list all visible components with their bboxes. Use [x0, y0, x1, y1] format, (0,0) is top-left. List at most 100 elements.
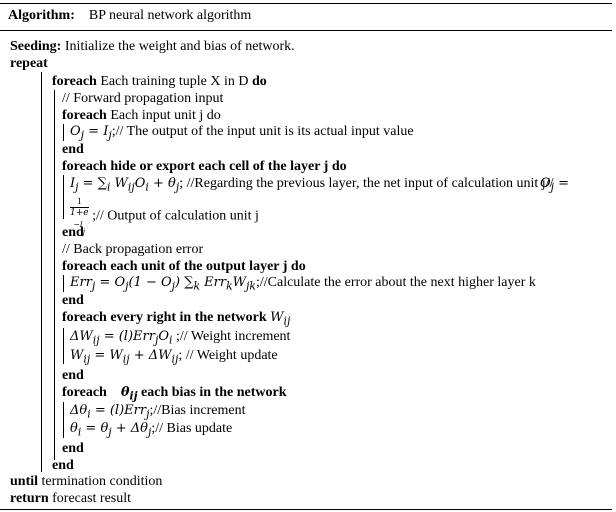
fraction-numerator: 1: [70, 196, 89, 208]
theta-symbol: + θ: [148, 176, 176, 191]
foreach-weight-line: foreach every right in the network Wij: [62, 310, 290, 330]
foreach-keyword: foreach: [52, 74, 97, 89]
ij-net-input-line: Ij = ∑i WijOi + θj; //Regarding the prev…: [70, 176, 553, 196]
until-line: until termination condition: [10, 474, 162, 490]
sum-symbol: ) ∑: [175, 275, 194, 290]
foreach-block-bar: [54, 90, 55, 460]
errj-sub: j: [154, 333, 159, 347]
theta-symbol: θ: [70, 421, 78, 436]
w-symbol: W: [270, 310, 284, 325]
foreach-output-line: foreach each unit of the output layer j …: [62, 259, 306, 275]
dtheta-sub: j: [148, 425, 152, 439]
fraction-den-sub: j: [82, 226, 86, 236]
err-sub: j: [91, 279, 96, 293]
bias-increment-line: Δθi = (l)Errj;//Bias increment: [70, 403, 245, 423]
errj-sub: j: [146, 407, 150, 421]
end-line: end: [62, 142, 84, 158]
w-comment: ; // Weight update: [178, 348, 278, 363]
err-symbol: Err: [70, 275, 92, 290]
repeat-line: repeat: [10, 56, 48, 72]
end-keyword: end: [52, 458, 74, 473]
o-symbol: O: [158, 329, 169, 344]
o-sub: i: [169, 333, 173, 347]
algorithm-header: Algorithm: BP neural network algorithm: [8, 8, 251, 24]
theta-sub: ij: [129, 389, 138, 403]
repeat-keyword: repeat: [10, 56, 48, 71]
sum-symbol: = ∑: [78, 176, 107, 191]
bias-update-line: θi = θj + Δθj;// Bias update: [70, 421, 232, 441]
wjk-symbol: W: [232, 275, 247, 290]
dtheta-symbol: Δθ: [70, 403, 88, 418]
t-comment: ;// Bias update: [151, 421, 233, 436]
end-line: end: [62, 293, 84, 309]
w-symbol: W: [110, 176, 128, 191]
w-sub: ij: [127, 180, 135, 194]
end-line: end: [62, 441, 84, 457]
theta-symbol: θ: [120, 385, 130, 400]
w-sub: ij: [83, 352, 91, 366]
fraction-denominator: 1+e−Ij: [70, 208, 89, 237]
sum-sub: i: [106, 180, 111, 194]
errk-symbol: Err: [200, 275, 227, 290]
foreach-hide-line: foreach hide or export each cell of the …: [62, 159, 347, 175]
foreach-input-line: foreach Each input unit j do: [62, 108, 221, 124]
wjk-sub: jk: [246, 279, 256, 293]
inner-block-bar: [63, 328, 64, 364]
oj-output-tail: Oj =: [540, 176, 569, 196]
w-rest: = W: [90, 348, 123, 363]
dtheta-symbol: + Δθ: [111, 421, 149, 436]
do-keyword: do: [251, 74, 267, 89]
weight-increment-line: ΔWij = (l)ErrjOi ;// Weight increment: [70, 329, 290, 349]
bottom-rule: [0, 509, 612, 510]
err-line: Errj = Oj(1 − Oj) ∑k ErrkWjk;//Calculate…: [70, 275, 536, 295]
dw-symbol: ΔW: [70, 329, 93, 344]
db-rest: = (l)Err: [90, 403, 147, 418]
oj-sub: j: [550, 180, 555, 194]
end-line: end: [52, 458, 74, 474]
dw-sub: ij: [92, 333, 100, 347]
until-keyword: until: [10, 474, 39, 489]
foreach-keyword: foreach: [62, 385, 107, 400]
err-comment: ;//Calculate the error about the next hi…: [255, 275, 536, 290]
theta-sub: j: [108, 425, 112, 439]
foreach-hide-text: foreach hide or export each cell of the …: [62, 159, 347, 174]
until-text: termination condition: [38, 474, 163, 489]
end-line: end: [62, 225, 84, 241]
foreach-weight-text: foreach every right in the network: [62, 310, 271, 325]
algorithm-label: Algorithm:: [8, 8, 75, 23]
o-sub: i: [145, 180, 149, 194]
ij-comment: ; //Regarding the previous layer, the ne…: [179, 176, 554, 191]
end-line: end: [62, 368, 84, 384]
end-keyword: end: [62, 368, 84, 383]
dw-rest: = (l)Err: [99, 329, 155, 344]
oj-symbol: O: [540, 176, 551, 191]
oj-comment: ;// The output of the input unit is its …: [111, 124, 414, 139]
oj-sub: j: [80, 128, 85, 142]
weight-update-line: Wij = Wij + ΔWij; // Weight update: [70, 348, 278, 368]
return-keyword: return: [10, 491, 49, 506]
foreach-bias-line: foreach θij each bias in the network: [62, 385, 287, 405]
end-keyword: end: [62, 293, 84, 308]
foreach-output-text: foreach each unit of the output layer j …: [62, 259, 306, 274]
ij-sub: j: [108, 128, 112, 142]
o-sub: j: [125, 279, 129, 293]
foreach-keyword: foreach: [62, 108, 107, 123]
dtheta-sub: i: [87, 407, 91, 421]
w-sub: ij: [283, 314, 291, 328]
foreach-tuple-text: Each training tuple X in D: [96, 74, 252, 89]
dw-symbol: + ΔW: [129, 348, 172, 363]
seeding-keyword: Seeding:: [10, 39, 62, 54]
errk-sub: k: [226, 279, 233, 293]
comment-back: // Back propagation error: [62, 242, 204, 257]
seeding-line: Seeding: Initialize the weight and bias …: [10, 39, 295, 55]
inner-block-bar: [63, 124, 64, 141]
inner-block-bar: [63, 175, 64, 219]
theta-sub: i: [77, 425, 82, 439]
oj-output-comment: ;// Output of calculation unit j: [88, 208, 259, 224]
header-rule: [0, 30, 612, 31]
db-comment: ;//Bias increment: [149, 403, 246, 418]
o-symbol: O: [134, 176, 146, 191]
one-minus-o: (1 − O: [128, 275, 172, 290]
